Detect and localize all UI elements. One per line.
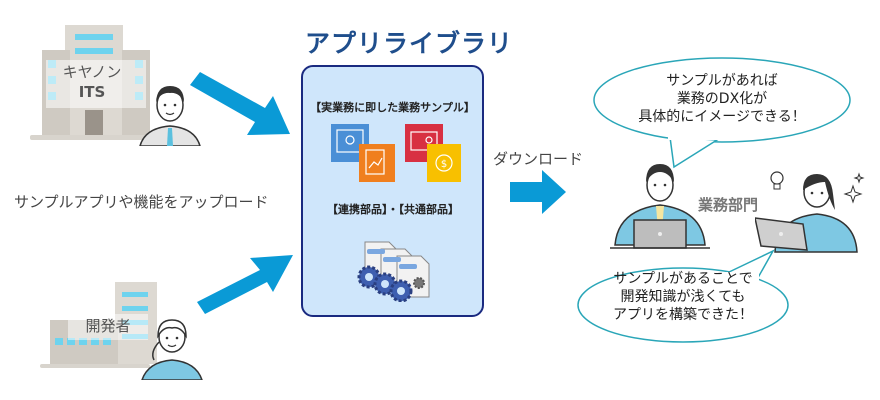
businesswoman-icon [140, 319, 204, 381]
businessman-icon [139, 86, 201, 147]
components-heading: 【連携部品】・【共通部品】 [327, 203, 459, 216]
building-icon [40, 282, 157, 368]
developer-building-illustration [40, 280, 160, 370]
arrow-icon [190, 72, 290, 135]
svg-text:$: $ [441, 159, 447, 170]
bubble-top-line3: 具体的にイメージできる！ [638, 109, 806, 125]
bubble-bottom-line3: アプリを構築できた！ [613, 307, 753, 323]
upload-arrow-bottom [195, 250, 295, 320]
company-label: キヤノン ITS [52, 62, 132, 102]
building-icon [30, 25, 180, 140]
bubble-top-line1: サンプルがあれば [666, 73, 778, 89]
woman-illustration [140, 312, 210, 381]
download-arrow [510, 168, 570, 216]
bubble-top-text: サンプルがあれば 業務のDX化が 具体的にイメージできる！ [592, 72, 852, 126]
company-label-line2: ITS [78, 83, 106, 101]
business-man-laptop-illustration [610, 150, 710, 250]
currency-exchange-icon: $ [427, 144, 461, 182]
bubble-bottom-line1: サンプルがあることで [613, 271, 753, 287]
document-gear-icon [357, 241, 430, 303]
bubble-top-line2: 業務のDX化が [676, 91, 768, 107]
company-label-line1: キヤノン [62, 63, 122, 81]
business-sample-icons: $ [331, 122, 461, 186]
app-library-title: アプリライブラリ [305, 29, 514, 58]
app-library-panel: 【実業務に即した業務サンプル】 $ 【 [301, 65, 484, 317]
download-label: ダウンロード [493, 150, 584, 168]
bubble-bottom-line2: 開発知識が浅くても [620, 289, 746, 305]
business-department-label: 業務部門 [698, 196, 759, 214]
speech-bubble-top: サンプルがあれば 業務のDX化が 具体的にイメージできる！ [592, 55, 852, 170]
man-with-laptop-icon [610, 164, 710, 249]
woman-with-idea-icon [754, 171, 865, 253]
speech-bubble-bottom: サンプルがあることで 開発知識が浅くても アプリを構築できた！ [575, 245, 805, 345]
upload-arrow-top [185, 70, 295, 140]
lightbulb-icon [770, 171, 784, 190]
upload-label: サンプルアプリや機能をアップロード [14, 193, 269, 211]
chart-document-icon [359, 144, 395, 182]
developer-label: 開発者 [85, 317, 131, 335]
sparkle-icon [843, 172, 865, 204]
business-woman-laptop-illustration [754, 160, 865, 255]
business-samples-heading: 【実業務に即した業務サンプル】 [310, 101, 475, 114]
components-gears-icon [353, 237, 438, 303]
arrow-right-icon [510, 170, 566, 214]
arrow-icon [197, 255, 293, 314]
bubble-bottom-text: サンプルがあることで 開発知識が浅くても アプリを構築できた！ [575, 270, 791, 324]
canon-its-building-illustration [30, 20, 220, 150]
man-illustration [135, 78, 205, 147]
